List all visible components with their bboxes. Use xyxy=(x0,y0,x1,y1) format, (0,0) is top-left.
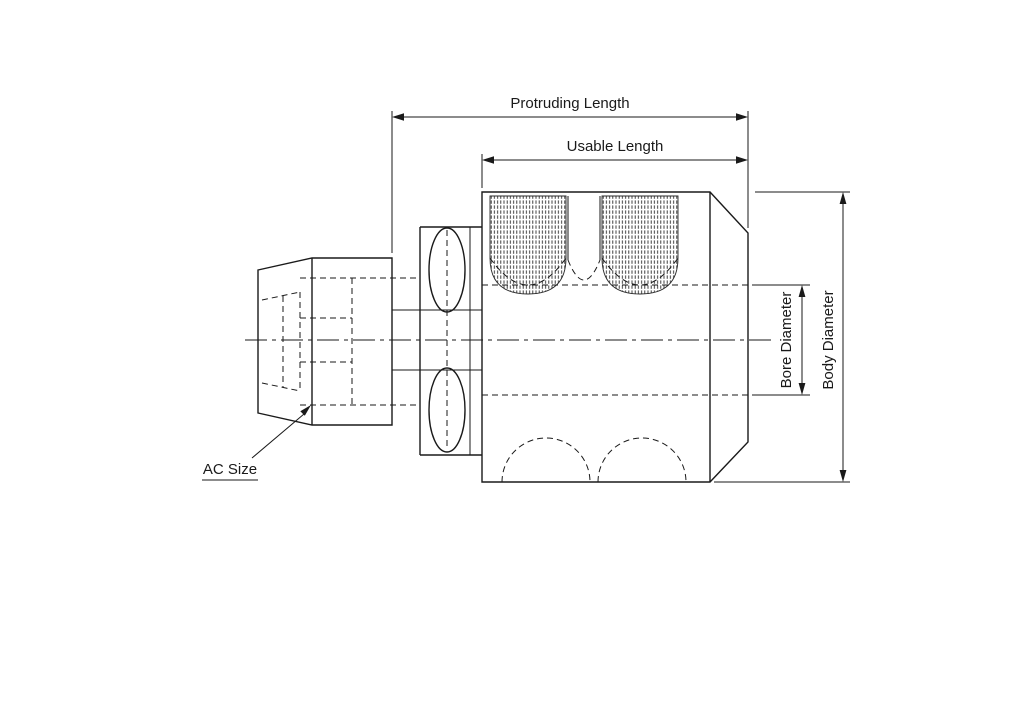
chuck-body xyxy=(481,191,749,483)
taper-shank-outline xyxy=(257,257,393,426)
bore-diameter-label: Bore Diameter xyxy=(778,292,795,389)
protruding-length-label: Protruding Length xyxy=(510,95,629,112)
dim-bore-diameter: Bore Diameter xyxy=(752,284,810,396)
flange xyxy=(392,226,482,456)
usable-length-label: Usable Length xyxy=(567,138,664,155)
knurl-groove xyxy=(489,196,679,286)
knurl-patch-right xyxy=(601,195,679,295)
dim-body-diameter: Body Diameter xyxy=(714,191,850,483)
clamp-groove-lower xyxy=(428,367,466,453)
bore-hidden-lines xyxy=(482,284,748,396)
ball-track-arcs xyxy=(501,437,687,483)
dim-protruding-length: Protruding Length xyxy=(391,95,749,253)
taper-shank-hidden-lines xyxy=(261,277,418,406)
leader-arrowhead xyxy=(300,405,311,416)
taper-shank xyxy=(257,257,393,426)
knurl-patch-left xyxy=(489,195,567,295)
dim-usable-length: Usable Length xyxy=(481,138,748,188)
body-diameter-label: Body Diameter xyxy=(820,290,837,389)
ac-size-label: AC Size xyxy=(203,461,257,478)
label-ac-size: AC Size xyxy=(202,405,311,481)
